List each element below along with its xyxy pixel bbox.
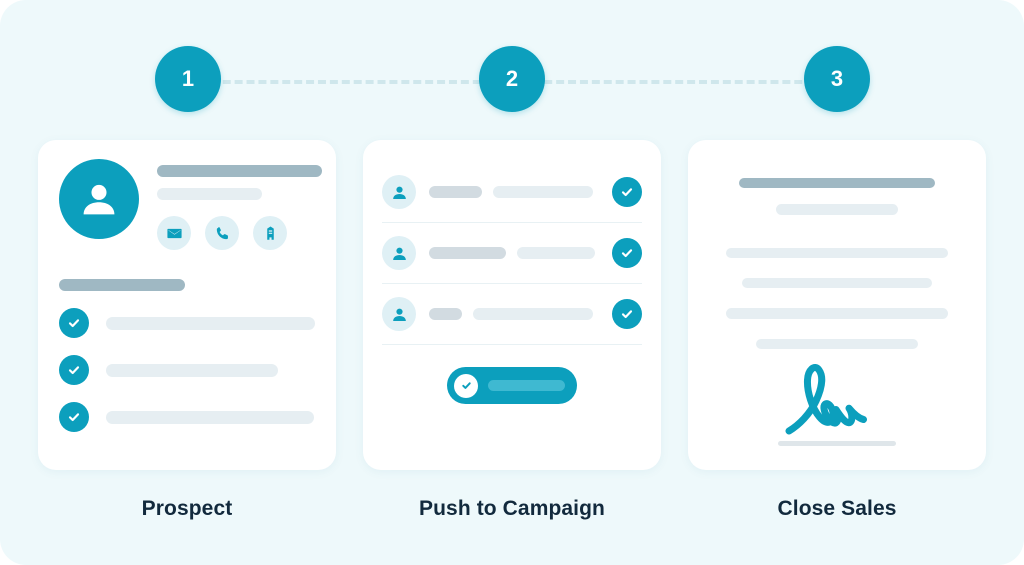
list-item[interactable] — [59, 308, 315, 338]
person-icon — [382, 175, 416, 209]
list-item-placeholder — [106, 410, 314, 424]
person-icon — [59, 159, 139, 239]
check-icon — [59, 308, 89, 338]
push-button[interactable] — [447, 367, 577, 404]
document-subtitle-placeholder — [776, 204, 898, 215]
row-secondary-placeholder — [493, 186, 593, 198]
signature-icon — [785, 364, 867, 435]
row-primary-placeholder — [429, 186, 482, 198]
check-icon — [59, 355, 89, 385]
step-2[interactable]: 2 — [479, 46, 545, 112]
row-placeholders — [429, 186, 599, 198]
stage-caption-prospect: Prospect — [141, 497, 233, 520]
push-button-label-placeholder — [488, 380, 565, 391]
section-placeholder — [59, 279, 185, 291]
check-icon[interactable] — [612, 177, 642, 207]
push-to-campaign-card[interactable] — [363, 140, 661, 470]
row-secondary-placeholder — [517, 247, 595, 259]
list-item-placeholder — [106, 363, 278, 377]
step-3[interactable]: 3 — [804, 46, 870, 112]
person-icon — [382, 297, 416, 331]
prospect-card[interactable] — [38, 140, 336, 470]
prospect-checklist — [59, 308, 315, 432]
prospect-header — [59, 159, 322, 250]
title-placeholder — [157, 188, 262, 200]
prospect-name-block — [157, 159, 322, 250]
signature-block[interactable] — [776, 361, 898, 446]
stepper: 1 2 3 — [155, 46, 870, 116]
table-row[interactable] — [382, 162, 642, 222]
step-1-number: 1 — [181, 66, 195, 91]
stage-column-close-sales: Close Sales — [688, 140, 986, 530]
row-placeholders — [429, 247, 599, 259]
row-primary-placeholder — [429, 247, 506, 259]
row-divider — [382, 344, 642, 345]
prospect-section-title — [59, 279, 315, 291]
check-icon[interactable] — [612, 238, 642, 268]
stage-columns: Prospect — [38, 140, 986, 530]
stage-caption-close-sales: Close Sales — [777, 497, 897, 520]
signature-line — [778, 440, 896, 446]
row-secondary-placeholder — [473, 308, 593, 320]
step-3-number: 3 — [830, 66, 844, 91]
stage-caption-push-to-campaign: Push to Campaign — [419, 497, 605, 520]
check-icon[interactable] — [612, 299, 642, 329]
check-icon — [59, 402, 89, 432]
row-divider — [382, 222, 642, 223]
mail-icon[interactable] — [157, 216, 191, 250]
stage-column-push-to-campaign: Push to Campaign — [363, 140, 661, 530]
row-primary-placeholder — [429, 308, 462, 320]
name-placeholder — [157, 165, 322, 177]
phone-icon[interactable] — [205, 216, 239, 250]
close-sales-card[interactable] — [688, 140, 986, 470]
row-placeholders — [429, 308, 599, 320]
list-item-placeholder — [106, 316, 315, 330]
document-line-placeholder — [726, 247, 948, 258]
row-divider — [382, 283, 642, 284]
document-line-placeholder — [756, 338, 918, 349]
document-title-placeholder — [739, 178, 935, 189]
list-item[interactable] — [59, 402, 315, 432]
table-row[interactable] — [382, 223, 642, 283]
contact-actions — [157, 216, 322, 250]
document-line-placeholder — [726, 308, 948, 319]
table-row[interactable] — [382, 284, 642, 344]
stage-column-prospect: Prospect — [38, 140, 336, 530]
step-1[interactable]: 1 — [155, 46, 221, 112]
person-icon — [382, 236, 416, 270]
document-line-placeholder — [742, 277, 932, 289]
check-icon — [454, 373, 478, 398]
step-2-number: 2 — [505, 66, 519, 91]
building-icon[interactable] — [253, 216, 287, 250]
list-item[interactable] — [59, 355, 315, 385]
